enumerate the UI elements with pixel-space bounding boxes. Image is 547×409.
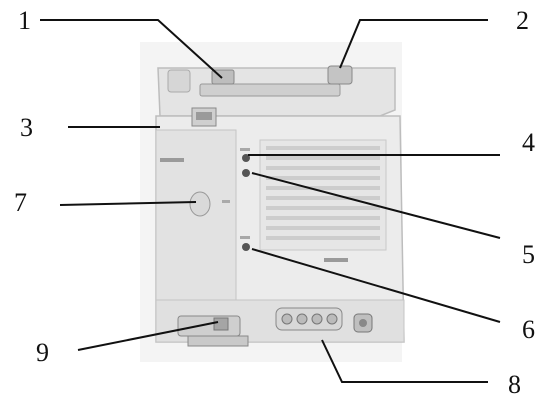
- led-label-1: [240, 148, 250, 151]
- vent-slat: [266, 146, 380, 150]
- terminal-screw-2: [297, 314, 307, 324]
- brand-logo: [160, 158, 184, 162]
- top-left-clip: [168, 70, 190, 92]
- terminal-screw-3: [312, 314, 322, 324]
- callout-7: 7: [14, 190, 27, 216]
- led-label-3: [240, 236, 250, 239]
- controller-device: [156, 66, 404, 346]
- vent-slat: [266, 236, 380, 240]
- vent-slat: [266, 216, 380, 220]
- vent-slat: [266, 186, 380, 190]
- service-switch: [190, 192, 210, 216]
- terminal-screw-4: [327, 314, 337, 324]
- vent-slat: [266, 226, 380, 230]
- bottom-port: [214, 318, 228, 330]
- status-window-inner: [196, 112, 212, 120]
- vent-slat: [266, 196, 380, 200]
- top-connector-2: [328, 66, 352, 84]
- vent-slat: [266, 166, 380, 170]
- terminal-screw-1: [282, 314, 292, 324]
- vent-slat: [266, 206, 380, 210]
- callout-4: 4: [522, 130, 535, 156]
- callout-3: 3: [20, 115, 33, 141]
- led-indicator-3: [242, 243, 250, 251]
- callout-5: 5: [522, 242, 535, 268]
- callout-1: 1: [18, 8, 31, 34]
- callout-8: 8: [508, 372, 521, 398]
- vent-slat: [266, 176, 380, 180]
- bottom-plug: [188, 336, 248, 346]
- vent-slat: [266, 156, 380, 160]
- callout-6: 6: [522, 317, 535, 343]
- callout-9: 9: [36, 340, 49, 366]
- mounting-hole-inner: [359, 319, 367, 327]
- switch-label: [222, 200, 230, 203]
- led-indicator-2: [242, 169, 250, 177]
- callout-2: 2: [516, 8, 529, 34]
- model-label: [324, 258, 348, 262]
- top-terminal-slot: [200, 84, 340, 96]
- bottom-connector-left: [178, 316, 240, 336]
